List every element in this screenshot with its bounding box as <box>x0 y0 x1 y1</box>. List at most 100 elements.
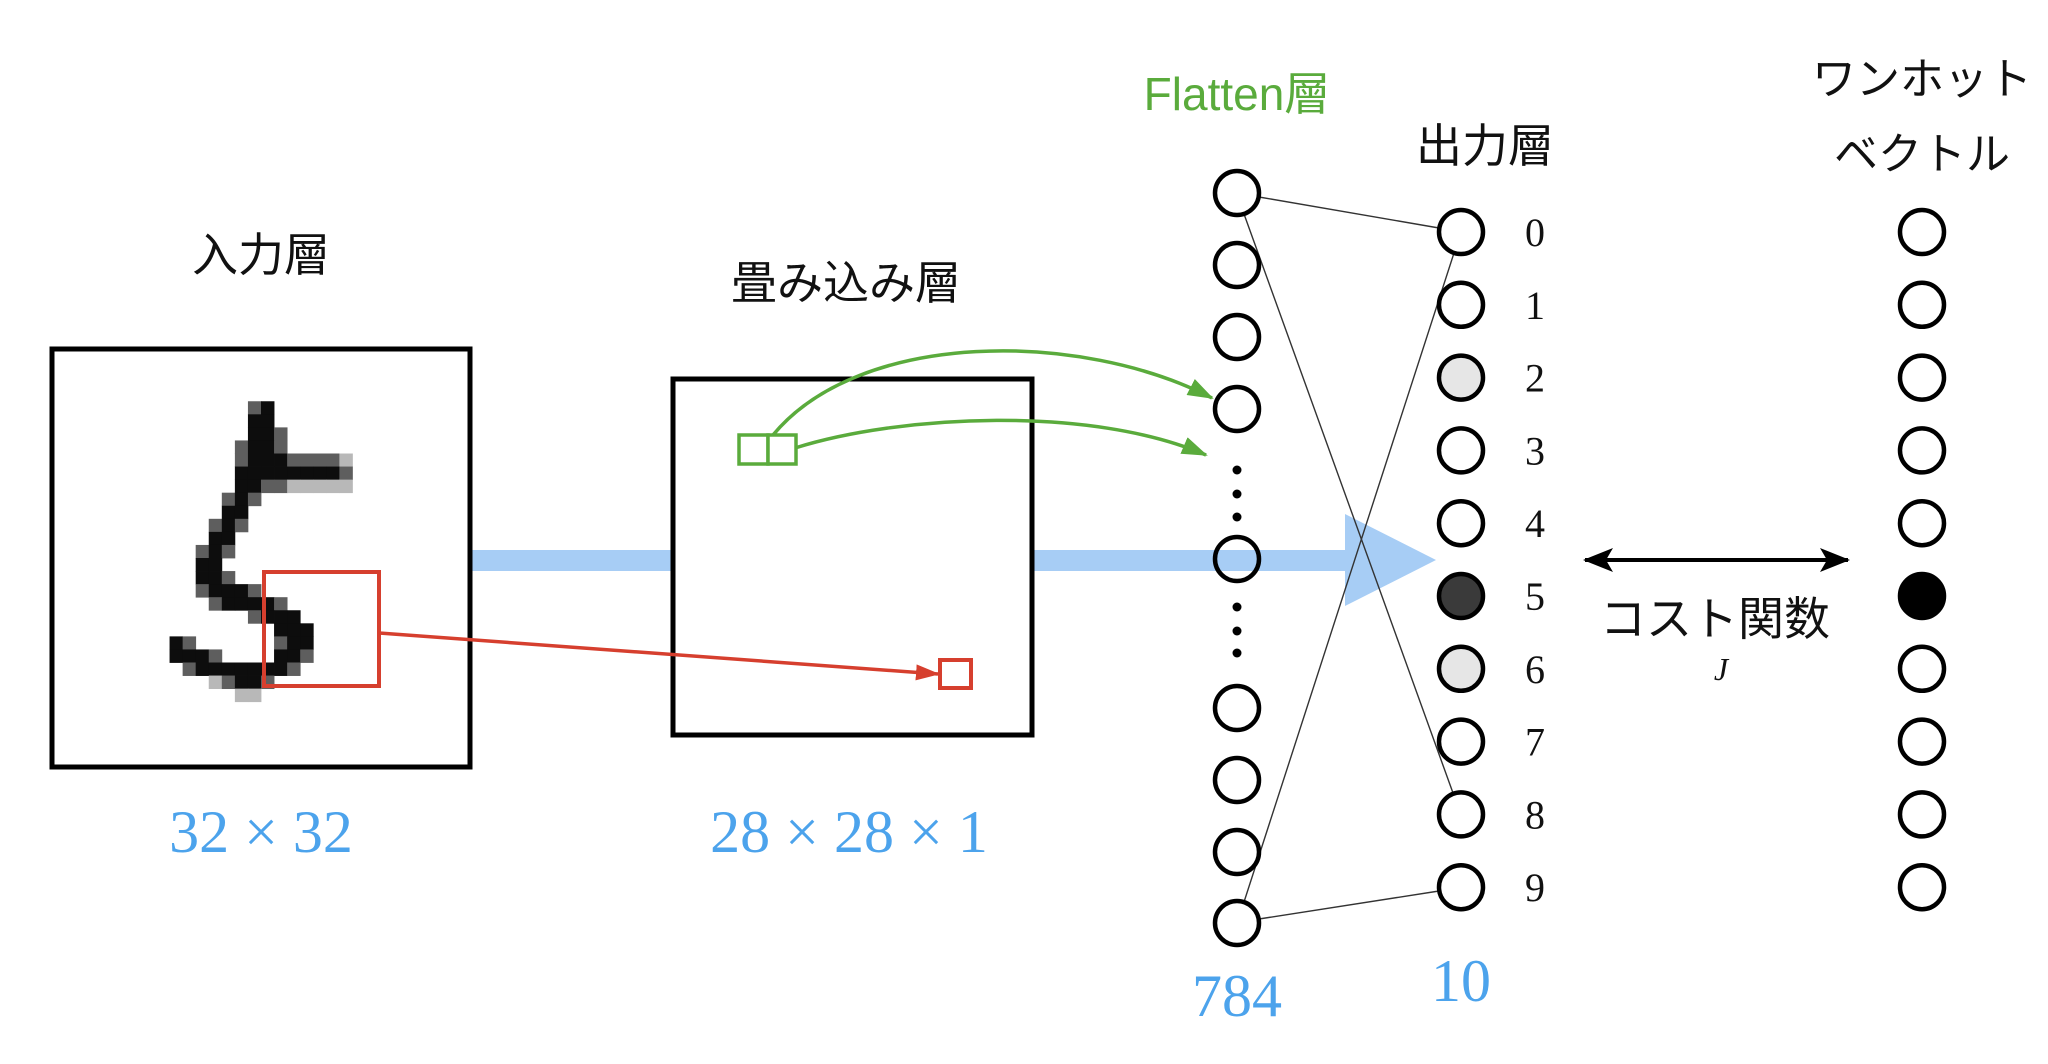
flatten-node <box>1212 827 1262 877</box>
flatten-node <box>1212 534 1262 584</box>
flatten-node <box>1212 312 1262 362</box>
digit-pixel <box>247 427 262 441</box>
output-node <box>1436 717 1486 766</box>
digit-pixel <box>287 662 301 676</box>
digit-pixel <box>247 597 262 611</box>
digit-pixel <box>247 492 262 507</box>
ellipsis-dot <box>1232 626 1242 636</box>
digit-pixel <box>195 662 210 676</box>
digit-pixel <box>234 453 249 467</box>
digit-pixel <box>313 479 327 494</box>
digit-pixel <box>234 597 249 611</box>
digit-pixel <box>247 414 262 428</box>
digit-pixel <box>221 597 236 611</box>
digit-pixel <box>287 636 301 650</box>
digit-pixel <box>208 584 223 598</box>
digit-pixel <box>208 544 223 559</box>
flatten-node <box>1212 240 1262 290</box>
conv-layer-title: 畳み込み層 <box>731 256 961 310</box>
digit-pixel <box>221 492 236 507</box>
digit-pixel <box>195 649 210 663</box>
dense-connections <box>1243 196 1455 920</box>
digit-pixel <box>221 544 236 559</box>
digit-pixel <box>261 440 275 454</box>
digit-pixel <box>221 505 236 520</box>
digit-pixel <box>247 453 262 467</box>
digit-pixel <box>234 662 249 676</box>
output-class-label: 9 <box>1525 865 1545 910</box>
flatten-source-cell-2 <box>766 433 798 466</box>
digit-pixel <box>274 453 288 467</box>
digit-pixel <box>208 531 223 546</box>
digit-pixel <box>208 675 223 690</box>
output-class-label: 7 <box>1525 720 1545 765</box>
digit-pixel <box>339 479 353 494</box>
digit-pixel <box>274 649 288 663</box>
digit-pixel <box>339 453 353 467</box>
digit-pixel <box>247 610 262 624</box>
digit-pixel <box>234 505 249 520</box>
ellipsis-dot <box>1232 465 1242 475</box>
connection-line <box>1258 196 1440 229</box>
digit-pixel <box>339 466 353 481</box>
output-layer-title: 出力層 <box>1416 119 1554 173</box>
output-node <box>1436 862 1486 912</box>
ellipsis-dot <box>1232 512 1242 522</box>
output-node <box>1436 790 1486 839</box>
flatten-node <box>1212 168 1262 218</box>
digit-pixel <box>326 479 340 494</box>
digit-pixel <box>274 479 288 494</box>
digit-pixel <box>234 466 249 481</box>
handwritten-digit-image <box>169 401 353 703</box>
digit-pixel <box>221 662 236 676</box>
digit-pixel <box>208 518 223 533</box>
output-class-label: 8 <box>1525 792 1545 837</box>
one-hot-vector-nodes <box>1897 207 1947 912</box>
flow-arrowhead <box>1345 514 1436 606</box>
output-node <box>1436 207 1486 257</box>
digit-pixel <box>274 440 288 454</box>
conv-layer-shape: 28 × 28 × 1 <box>710 799 988 865</box>
digit-pixel <box>261 401 275 415</box>
digit-pixel <box>208 649 223 663</box>
output-class-label: 2 <box>1525 356 1545 401</box>
output-class-label: 4 <box>1525 501 1545 546</box>
cost-function-label: コスト関数 <box>1600 592 1830 646</box>
flatten-source-cell-1 <box>737 433 770 466</box>
one-hot-node-active <box>1897 571 1947 621</box>
flatten-node <box>1212 898 1262 948</box>
digit-pixel <box>182 636 197 650</box>
digit-pixel <box>247 401 262 415</box>
digit-pixel <box>326 466 340 481</box>
output-node <box>1436 353 1486 402</box>
digit-pixel <box>169 649 184 663</box>
flatten-layer-nodes <box>1212 168 1262 948</box>
digit-pixel <box>274 427 288 441</box>
digit-pixel <box>261 479 275 494</box>
connection-line <box>1243 213 1454 794</box>
output-class-label: 3 <box>1525 428 1545 473</box>
digit-pixel <box>274 623 288 637</box>
digit-pixel <box>182 662 197 676</box>
receptive-field-box <box>262 570 381 688</box>
digit-pixel <box>300 466 314 481</box>
output-class-label: 6 <box>1525 647 1545 692</box>
digit-pixel <box>274 636 288 650</box>
digit-pixel <box>234 584 249 598</box>
digit-pixel <box>208 558 223 572</box>
digit-pixel <box>247 440 262 454</box>
digit-pixel <box>208 571 223 585</box>
ellipsis-dot <box>1232 648 1242 658</box>
digit-pixel <box>261 466 275 481</box>
flatten-node <box>1212 683 1262 733</box>
digit-pixel <box>261 427 275 441</box>
digit-pixel <box>234 675 249 690</box>
digit-pixel <box>287 453 301 467</box>
digit-pixel <box>234 440 249 454</box>
digit-pixel <box>274 662 288 676</box>
digit-pixel <box>261 453 275 467</box>
digit-pixel <box>313 466 327 481</box>
digit-pixel <box>300 453 314 467</box>
digit-pixel <box>221 571 236 585</box>
